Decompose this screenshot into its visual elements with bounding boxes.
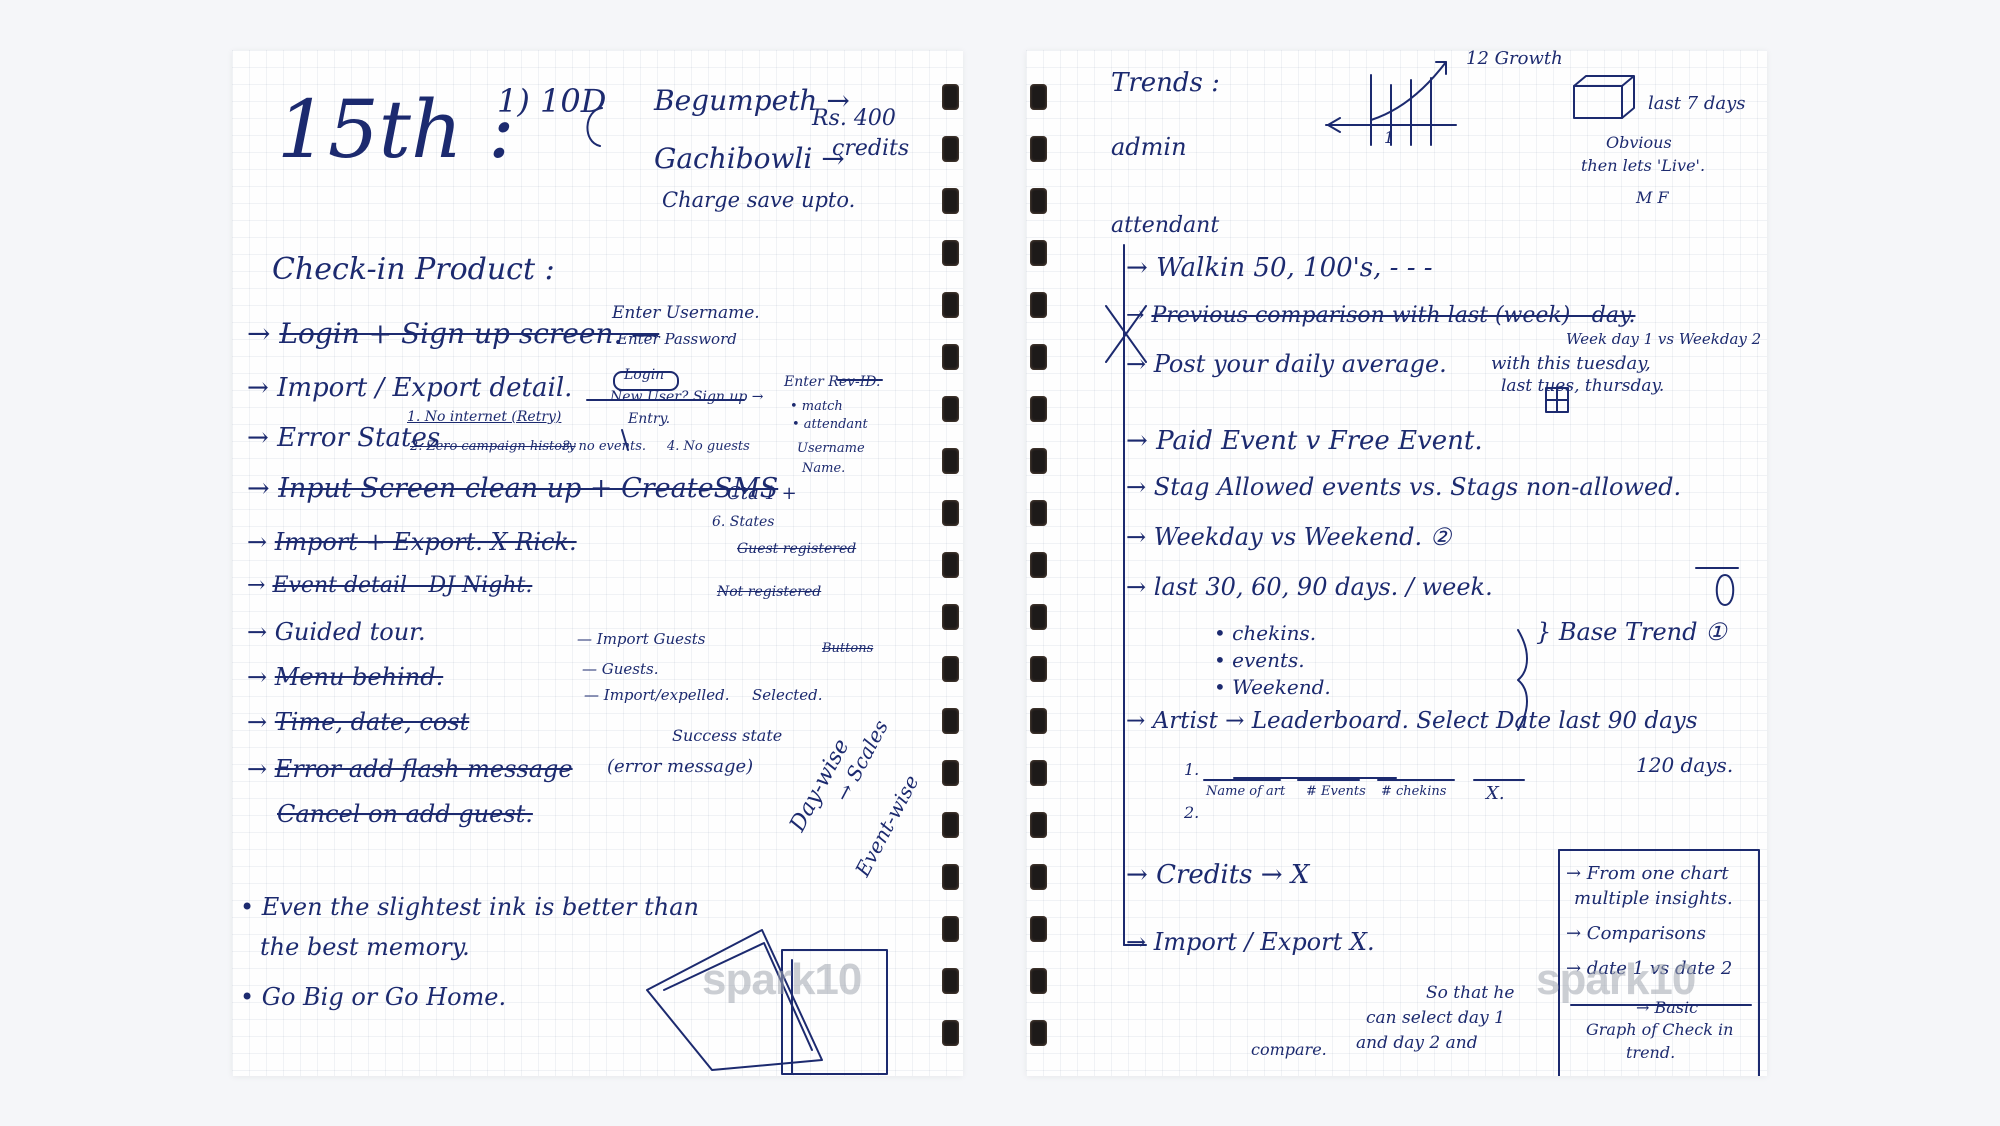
enter-note: Username bbox=[797, 441, 865, 456]
spark10-watermark: spark10 bbox=[702, 955, 862, 1004]
leaderboard-col: Name of art bbox=[1206, 784, 1286, 799]
box-line: → From one chart bbox=[1566, 863, 1729, 884]
weekday-note: Week day 1 vs Weekday 2 bbox=[1566, 330, 1762, 348]
box-line: → Basic bbox=[1636, 998, 1699, 1017]
row-number: 2. bbox=[1184, 803, 1200, 822]
box-line: → date 1 vs date 2 bbox=[1566, 958, 1733, 979]
mf-note: M F bbox=[1636, 188, 1669, 207]
error-note: 6. States bbox=[712, 514, 775, 530]
enter-note: • match bbox=[790, 399, 843, 414]
enter-note: Enter Rev-ID. bbox=[784, 374, 881, 390]
guided-note: — Import/expelled. bbox=[584, 686, 730, 704]
list-item: → Previous comparison with last (week) -… bbox=[1126, 303, 1636, 328]
list-item: → Paid Event v Free Event. bbox=[1126, 426, 1483, 456]
chart-mark: 1 bbox=[1384, 128, 1395, 147]
so-that-note: So that he bbox=[1426, 983, 1515, 1003]
attendant-heading: attendant bbox=[1111, 213, 1220, 238]
leaderboard-col: # chekins bbox=[1381, 784, 1447, 799]
header-note-charge: Charge save upto. bbox=[662, 188, 856, 212]
admin-label: admin bbox=[1111, 133, 1187, 161]
list-item: → Login + Sign up screen. — bbox=[247, 317, 660, 350]
list-item: → Import + Export. X Rick. bbox=[247, 528, 577, 556]
login-note: Enter Username. bbox=[612, 303, 760, 323]
left-page-sketches bbox=[586, 107, 888, 1075]
guided-note: — Import Guests bbox=[577, 630, 706, 648]
list-item: → Input Screen clean up + CreateSMS bbox=[247, 473, 779, 504]
box-line: multiple insights. bbox=[1574, 888, 1733, 909]
list-item: → Post your daily average. bbox=[1126, 350, 1447, 378]
box-line: trend. bbox=[1626, 1043, 1676, 1062]
guided-note: — Guests. bbox=[582, 660, 659, 678]
list-item: → Error States bbox=[247, 423, 441, 453]
growth-note: 12 Growth bbox=[1466, 50, 1563, 69]
header-note-1: 1) 10D bbox=[497, 82, 607, 120]
list-item: → Weekday vs Weekend. ② bbox=[1126, 523, 1452, 551]
quote-line: • Even the slightest ink is better than bbox=[240, 893, 699, 921]
login-note: Entry. bbox=[628, 411, 671, 427]
row-number: 1. bbox=[1184, 760, 1200, 779]
spiral-holes bbox=[1030, 84, 1047, 1072]
sub-bullet: • chekins. bbox=[1214, 621, 1317, 645]
notebook-page-right: Trends : admin 12 Growth 1 last 7 days O… bbox=[1026, 50, 1767, 1076]
trends-heading: Trends : bbox=[1111, 68, 1220, 98]
list-item: → Menu behind. bbox=[247, 663, 444, 691]
so-that-note: compare. bbox=[1251, 1040, 1327, 1059]
list-item: → Artist → Leaderboard. Select Date last… bbox=[1126, 708, 1698, 734]
cta-note: Cta 1 + bbox=[727, 483, 797, 504]
error-note: 3. no events. bbox=[562, 439, 646, 454]
weekday-note: last tues, thursday. bbox=[1501, 376, 1665, 396]
flash-note: Success state bbox=[672, 726, 783, 745]
notebook-page-left: 15th : 1) 10D Begumpeth → Rs. 400 credit… bbox=[232, 50, 963, 1076]
date-heading: 15th : bbox=[277, 83, 515, 176]
list-item: → Guided tour. bbox=[247, 618, 426, 646]
guided-note: Buttons bbox=[822, 641, 874, 656]
spark10-watermark: spark10 bbox=[1536, 955, 1696, 1004]
list-item: → Stag Allowed events vs. Stags non-allo… bbox=[1126, 473, 1682, 501]
login-note: Enter Password bbox=[617, 330, 737, 348]
header-note-credits: credits bbox=[832, 136, 910, 161]
base-trend-note: } Base Trend ① bbox=[1536, 618, 1727, 646]
header-note-begumpet: Begumpeth → bbox=[654, 84, 850, 117]
list-item: → Import / Export detail. bbox=[247, 373, 573, 403]
so-that-note: can select day 1 bbox=[1366, 1008, 1505, 1028]
list-item: Cancel on add guest. bbox=[277, 800, 533, 828]
quote-line: • Go Big or Go Home. bbox=[240, 983, 507, 1011]
then-lets-note: then lets 'Live'. bbox=[1581, 156, 1706, 175]
obvious-note: Obvious bbox=[1606, 133, 1672, 152]
list-item: → Time, date, cost bbox=[247, 708, 470, 736]
spiral-holes bbox=[942, 84, 959, 1072]
login-note: New User? Sign up → bbox=[610, 389, 764, 405]
error-note: Guest registered bbox=[737, 541, 857, 557]
list-item: → Import / Export X. bbox=[1126, 928, 1375, 956]
right-page-sketches bbox=[1105, 61, 1760, 1076]
sub-bullet: • Weekend. bbox=[1214, 675, 1331, 699]
error-note: 4. No guests bbox=[667, 439, 750, 454]
header-note-gachibowli: Gachibowli → bbox=[654, 142, 845, 175]
list-item: → Walkin 50, 100's, - - - bbox=[1126, 253, 1433, 283]
section-title: Check-in Product : bbox=[272, 252, 555, 287]
so-that-note: and day 2 and bbox=[1356, 1033, 1478, 1053]
enter-note: Name. bbox=[802, 461, 846, 476]
leaderboard-col: # Events bbox=[1306, 784, 1366, 799]
list-item: → Credits → X bbox=[1126, 860, 1310, 890]
enter-note: • attendant bbox=[792, 417, 868, 432]
list-item: → last 30, 60, 90 days. / week. bbox=[1126, 573, 1493, 601]
guided-note: Selected. bbox=[752, 686, 823, 704]
box-line: Graph of Check in bbox=[1586, 1020, 1734, 1039]
error-note: 1. No internet (Retry) bbox=[407, 409, 562, 425]
sub-bullet: • events. bbox=[1214, 648, 1305, 672]
days-note: 120 days. bbox=[1636, 753, 1734, 777]
error-note: 2. Zero campaign history bbox=[410, 439, 576, 454]
weekday-note: with this tuesday, bbox=[1491, 353, 1651, 374]
login-note: Login bbox=[624, 367, 665, 383]
box-line: → Comparisons bbox=[1566, 923, 1707, 944]
quote-line: the best memory. bbox=[260, 933, 470, 961]
leaderboard-col: X. bbox=[1486, 783, 1505, 804]
list-item: → Error add flash message bbox=[247, 755, 573, 783]
header-note-rs: Rs. 400 bbox=[812, 106, 896, 131]
error-note: Not registered bbox=[717, 584, 822, 600]
flash-note: (error message) bbox=[607, 756, 754, 777]
box-note: last 7 days bbox=[1648, 93, 1746, 114]
list-item: → Event detail - DJ Night. bbox=[247, 573, 533, 598]
